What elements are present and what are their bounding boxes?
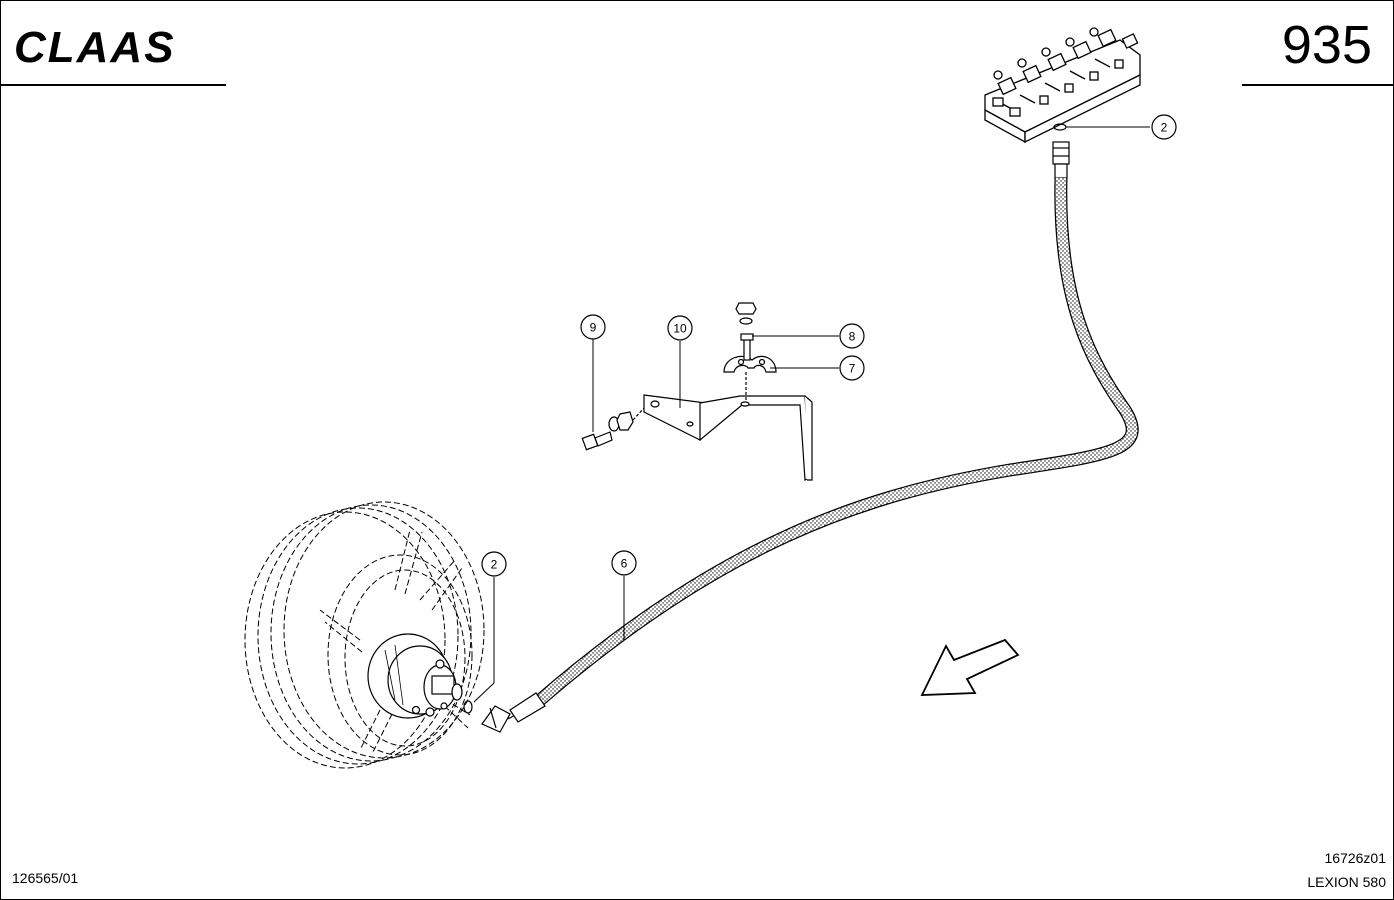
o-ring-bottom xyxy=(463,700,473,714)
callout-9-label: 9 xyxy=(590,321,597,335)
direction-arrow xyxy=(920,638,1020,696)
page-number: 935 xyxy=(1281,15,1372,75)
fan-wheel xyxy=(244,501,485,769)
callout-6-label: 6 xyxy=(621,557,628,571)
callout-10-label: 10 xyxy=(673,322,687,336)
callout-2-top: 2 xyxy=(1151,114,1177,140)
valve-block xyxy=(984,27,1141,144)
callout-6: 6 xyxy=(611,550,637,576)
callout-8: 8 xyxy=(839,323,865,349)
bolt-and-nut xyxy=(581,407,645,451)
hose-texture xyxy=(536,177,1138,704)
callout-7: 7 xyxy=(839,355,865,381)
callout-8-label: 8 xyxy=(849,330,856,344)
clamp-assembly xyxy=(723,302,777,400)
model-name: LEXION 580 xyxy=(1307,874,1386,890)
leader-lines xyxy=(473,335,839,703)
callout-7-label: 7 xyxy=(849,362,856,376)
hose-fitting-top xyxy=(1052,141,1070,179)
drawing-code: 16726z01 xyxy=(1324,850,1386,866)
hydraulic-hose xyxy=(535,177,1139,705)
callout-2-bottom-label: 2 xyxy=(491,558,498,572)
callout-10: 10 xyxy=(667,315,693,341)
hose-fitting-bottom xyxy=(481,692,546,733)
document-code: 126565/01 xyxy=(12,870,79,886)
mounting-bracket xyxy=(643,394,813,481)
callout-2-top-label: 2 xyxy=(1161,121,1168,135)
claas-logo: CLAAS xyxy=(14,23,176,72)
callout-9: 9 xyxy=(580,314,606,340)
hydraulic-motor xyxy=(367,633,463,719)
brand-logo-text: CLAAS xyxy=(14,23,176,72)
callout-2-bottom: 2 xyxy=(481,551,507,577)
